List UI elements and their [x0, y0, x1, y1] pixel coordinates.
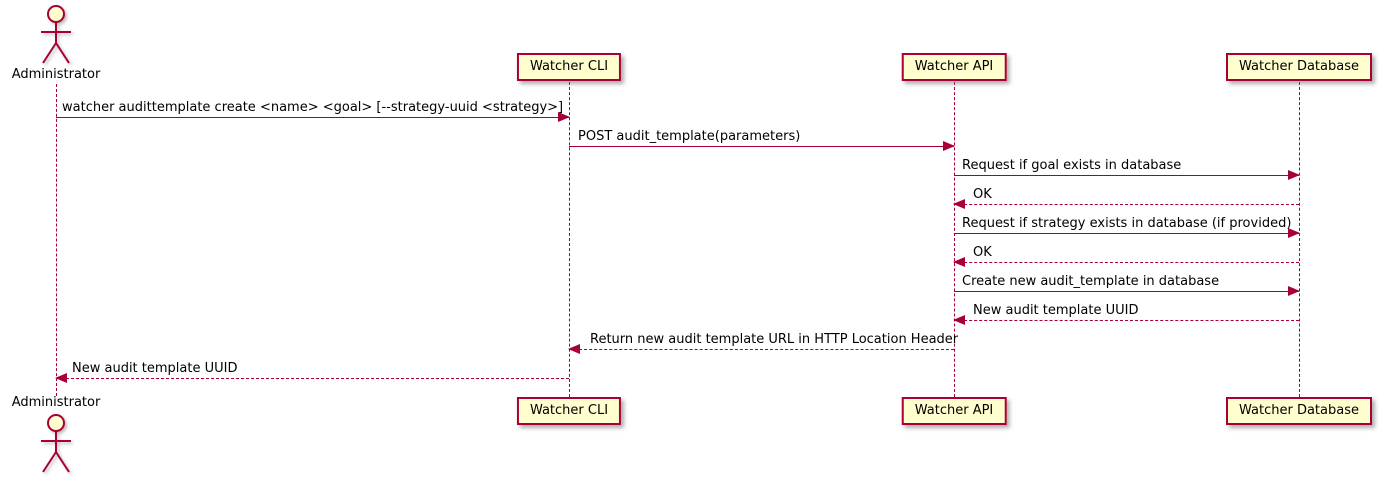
message-line [56, 117, 569, 118]
message-new-audit-template-uuid-db: New audit template UUID [953, 301, 1299, 325]
lifeline-watcher-api [954, 82, 955, 397]
message-line [56, 378, 569, 379]
participant-box-watcher-api-top: Watcher API [901, 53, 1007, 81]
arrowhead-icon [568, 344, 580, 354]
message-create-audittemplate: watcher audittemplate create <name> <goa… [56, 98, 570, 122]
participant-box-watcher-api-bottom: Watcher API [901, 397, 1007, 425]
administrator-actor-icon [41, 414, 71, 473]
participant-box-watcher-database-bottom: Watcher Database [1226, 397, 1372, 425]
message-label: New audit template UUID [72, 361, 238, 376]
arrowhead-icon [558, 112, 570, 122]
message-line [954, 262, 1299, 263]
arrowhead-icon [1288, 170, 1300, 180]
message-line [569, 349, 954, 350]
message-label: Create new audit_template in database [962, 274, 1220, 289]
administrator-actor-icon [41, 5, 71, 64]
arrowhead-icon [953, 199, 965, 209]
participant-box-watcher-cli-top: Watcher CLI [516, 53, 622, 81]
message-label: Return new audit template URL in HTTP Lo… [590, 332, 959, 347]
message-create-new-audit-template: Create new audit_template in database [954, 272, 1300, 296]
message-request-goal-exists: Request if goal exists in database [954, 156, 1300, 180]
message-label: Request if strategy exists in database (… [962, 216, 1292, 231]
participant-box-watcher-database-top: Watcher Database [1226, 53, 1372, 81]
message-line [954, 291, 1299, 292]
message-label: Request if goal exists in database [962, 158, 1182, 173]
message-new-audit-template-uuid-admin: New audit template UUID [55, 359, 569, 383]
message-line [954, 204, 1299, 205]
arrowhead-icon [1288, 228, 1300, 238]
arrowhead-icon [55, 373, 67, 383]
message-post-audit-template: POST audit_template(parameters) [569, 127, 955, 151]
arrowhead-icon [953, 257, 965, 267]
message-return-url-location-header: Return new audit template URL in HTTP Lo… [568, 330, 958, 354]
arrowhead-icon [1288, 286, 1300, 296]
message-line [954, 175, 1299, 176]
message-line [569, 146, 954, 147]
message-ok-strategy: OK [953, 243, 1299, 267]
message-label: POST audit_template(parameters) [578, 129, 801, 144]
participant-box-watcher-cli-bottom: Watcher CLI [516, 397, 622, 425]
message-label: OK [973, 187, 992, 202]
arrowhead-icon [943, 141, 955, 151]
message-request-strategy-exists: Request if strategy exists in database (… [954, 214, 1300, 238]
message-line [954, 233, 1299, 234]
arrowhead-icon [953, 315, 965, 325]
message-label: OK [973, 245, 992, 260]
message-label: watcher audittemplate create <name> <goa… [62, 100, 564, 115]
lifeline-watcher-database [1299, 82, 1300, 397]
actor-label-administrator-top: Administrator [11, 67, 101, 82]
lifeline-administrator [56, 84, 57, 396]
message-line [954, 320, 1299, 321]
message-ok-goal: OK [953, 185, 1299, 209]
message-label: New audit template UUID [973, 303, 1139, 318]
actor-label-administrator-bottom: Administrator [11, 395, 101, 410]
lifeline-watcher-cli [569, 82, 570, 397]
